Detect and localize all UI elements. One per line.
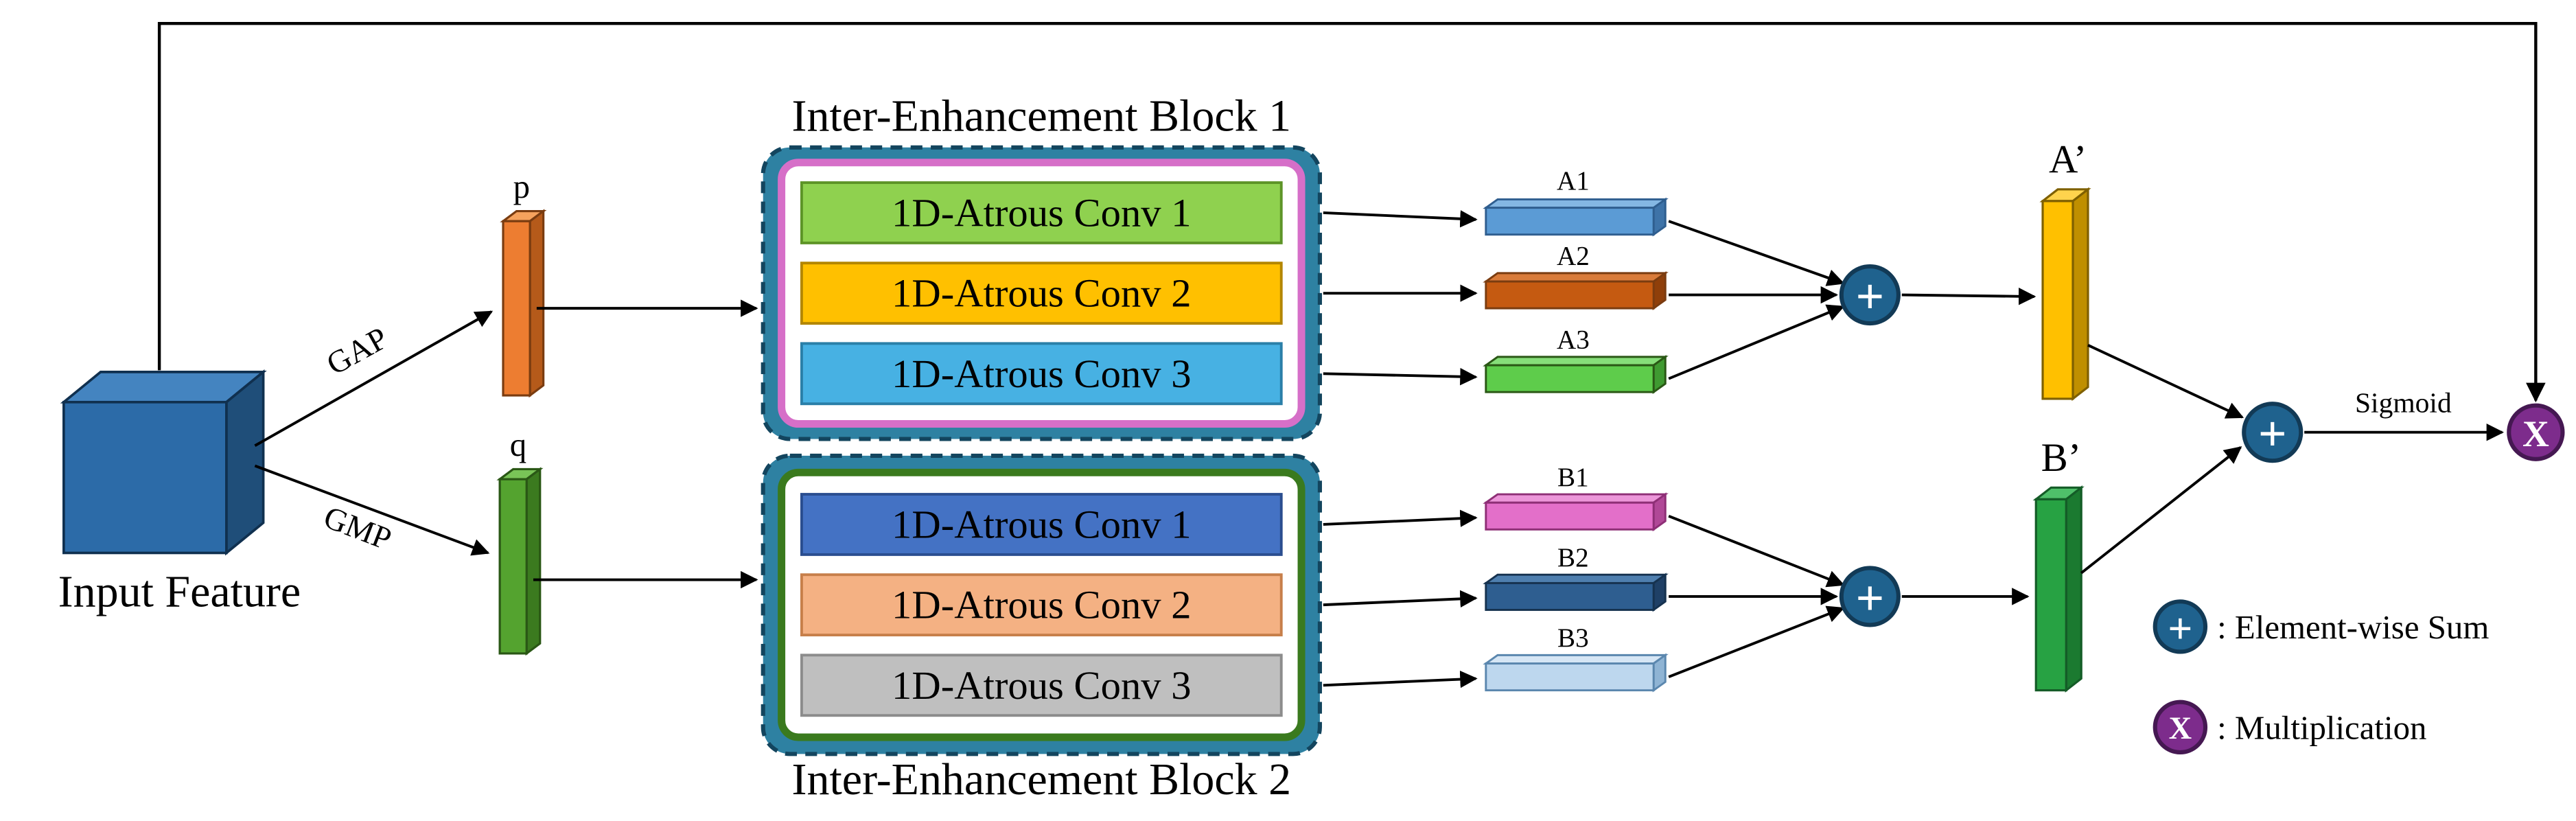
a-to-sum-arrows: [1668, 220, 1845, 380]
a-prime-bar: [2039, 187, 2091, 402]
feedback-line: [157, 21, 2546, 403]
block2-title: Inter-Enhancement Block 2: [792, 754, 1292, 805]
block1-conv3-bar: 1D-Atrous Conv 3: [800, 342, 1283, 406]
block1-conv2-bar: 1D-Atrous Conv 2: [800, 262, 1283, 325]
sum1-to-aprime-arrow: [1901, 288, 2037, 305]
a1-label: A1: [1557, 166, 1590, 196]
gmp-label: GMP: [319, 500, 396, 557]
block1-conv2-label: 1D-Atrous Conv 2: [892, 271, 1192, 316]
plus-icon: +: [2258, 406, 2287, 462]
legend-mul-text: : Multiplication: [2217, 708, 2426, 746]
b-prime-bar: [2032, 485, 2085, 693]
legend-mul: X : Multiplication: [2153, 699, 2426, 754]
q-label: q: [510, 426, 526, 463]
elementwise-sum-2: +: [1839, 566, 1901, 627]
gmp-arrow: [254, 464, 490, 556]
a-prime-label: A’: [2049, 137, 2087, 181]
a2-bar: [1483, 271, 1669, 310]
bprime-to-sum3-arrow: [2080, 446, 2242, 575]
b1-bar: [1483, 492, 1669, 532]
block2-conv2-bar: 1D-Atrous Conv 2: [800, 573, 1283, 637]
multiplication-node: X: [2507, 403, 2565, 461]
inter-enhancement-block-2: 1D-Atrous Conv 1 1D-Atrous Conv 2 1D-Atr…: [761, 453, 1322, 756]
legend-sum: + : Element-wise Sum: [2153, 599, 2489, 654]
a3-label: A3: [1557, 325, 1590, 355]
plus-icon: +: [1855, 570, 1884, 626]
a3-bar: [1483, 355, 1669, 394]
b1-label: B1: [1557, 463, 1589, 492]
block1-conv1-bar: 1D-Atrous Conv 1: [800, 181, 1283, 244]
block2-conv3-label: 1D-Atrous Conv 3: [892, 663, 1192, 708]
legend-sum-text: : Element-wise Sum: [2217, 608, 2489, 646]
input-feature-cube: [60, 369, 267, 556]
b-prime-label: B’: [2041, 435, 2082, 480]
p-vector-bar: [500, 209, 547, 398]
elementwise-sum-1: +: [1839, 264, 1901, 326]
sigmoid-label: Sigmoid: [2355, 386, 2452, 418]
b2-label: B2: [1557, 543, 1589, 573]
block1-title: Inter-Enhancement Block 1: [792, 91, 1292, 141]
block1-conv3-label: 1D-Atrous Conv 3: [892, 351, 1192, 396]
input-feature-label: Input Feature: [58, 567, 301, 617]
multiply-icon: X: [2169, 711, 2192, 746]
block2-conv3-bar: 1D-Atrous Conv 3: [800, 654, 1283, 717]
gap-arrow: [254, 310, 494, 447]
inter-enhancement-block-1: 1D-Atrous Conv 1 1D-Atrous Conv 2 1D-Atr…: [761, 145, 1322, 441]
b3-label: B3: [1557, 623, 1589, 653]
plus-icon: +: [1855, 269, 1884, 325]
p-label: p: [513, 167, 530, 205]
block2-output-arrows: [1323, 509, 1478, 689]
aprime-to-sum3-arrow: [2087, 344, 2244, 419]
block1-output-arrows: [1323, 210, 1478, 386]
plus-icon: +: [2168, 604, 2192, 653]
q-vector-bar: [496, 467, 544, 656]
block2-conv2-label: 1D-Atrous Conv 2: [892, 583, 1192, 627]
elementwise-sum-3: +: [2242, 402, 2304, 463]
b3-bar: [1483, 653, 1669, 693]
b2-bar: [1483, 573, 1669, 612]
block2-conv1-bar: 1D-Atrous Conv 1: [800, 493, 1283, 556]
block2-conv1-label: 1D-Atrous Conv 1: [892, 502, 1192, 546]
multiply-icon: X: [2522, 413, 2549, 454]
block1-conv1-label: 1D-Atrous Conv 1: [892, 191, 1192, 235]
a2-label: A2: [1557, 242, 1590, 271]
a1-bar: [1483, 197, 1669, 237]
b-to-sum-arrows: [1668, 514, 1845, 678]
